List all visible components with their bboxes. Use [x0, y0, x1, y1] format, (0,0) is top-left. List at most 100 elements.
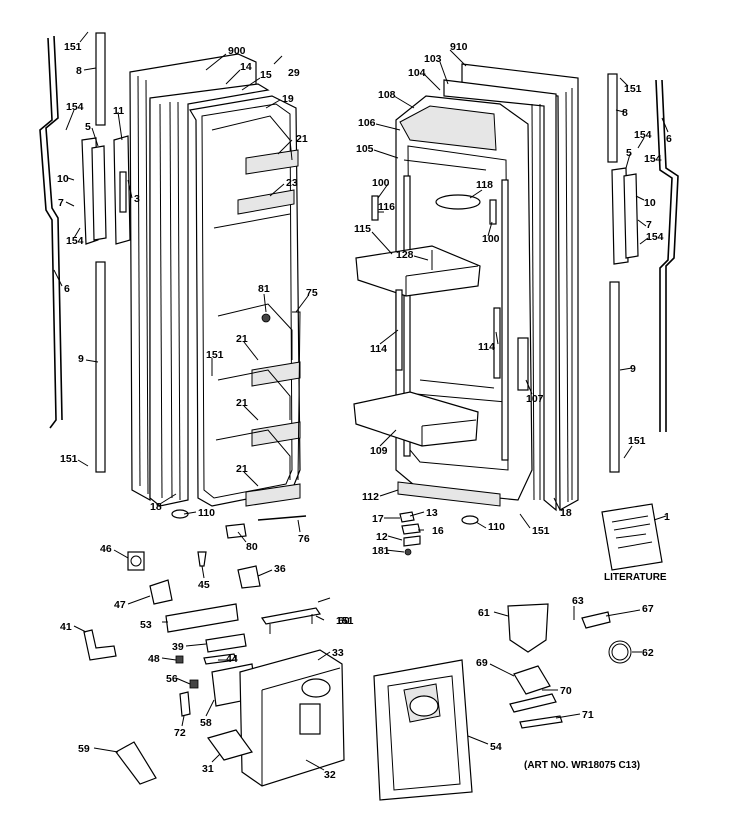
left-handle-mount-11 [113, 135, 131, 245]
literature-label: LITERATURE [604, 572, 667, 583]
callout-10: 10 [57, 173, 69, 185]
callout-151-right-lower: 151 [628, 435, 646, 447]
callout-12: 12 [376, 531, 388, 543]
callout-17: 17 [372, 513, 384, 525]
callout-10-right: 10 [644, 197, 656, 209]
callout-13: 13 [426, 507, 438, 519]
callout-59: 59 [78, 743, 90, 755]
callout-100: 100 [372, 177, 390, 189]
callout-67: 67 [642, 603, 654, 615]
callout-8: 8 [76, 65, 82, 77]
callout-110-right: 110 [488, 521, 505, 533]
callout-112: 112 [362, 491, 379, 503]
callout-110: 110 [198, 507, 215, 519]
literature-booklet [601, 503, 663, 571]
callout-18-right: 18 [560, 507, 572, 519]
right-door-hardware [371, 195, 529, 391]
callout-154-right: 154 [634, 129, 652, 141]
callout-910: 910 [450, 41, 468, 53]
callout-900: 900 [228, 45, 246, 57]
callout-100-right: 100 [482, 233, 500, 245]
callout-63: 63 [572, 595, 584, 607]
callout-56: 56 [166, 673, 178, 685]
callout-19: 19 [282, 93, 294, 105]
callout-53: 53 [140, 619, 152, 631]
callout-61: 61 [478, 607, 490, 619]
leader-lines [53, 31, 669, 771]
callout-151-disp: 151 [336, 615, 354, 627]
callout-39: 39 [172, 641, 184, 653]
callout-154-right-b: 154 [644, 153, 662, 165]
callout-118: 118 [476, 179, 493, 191]
callout-114: 114 [370, 343, 387, 355]
callout-46: 46 [100, 543, 112, 555]
callout-107: 107 [526, 393, 544, 405]
callout-29: 29 [288, 67, 300, 79]
callout-32: 32 [324, 769, 336, 781]
callout-6-right: 6 [666, 133, 672, 145]
left-door-outer-900 [129, 53, 270, 507]
callout-115: 115 [354, 223, 371, 235]
callout-54: 54 [490, 741, 502, 753]
callout-16: 16 [432, 525, 444, 537]
callout-69: 69 [476, 657, 488, 669]
right-trim-strip-9 [609, 281, 620, 473]
callout-1: 1 [664, 511, 670, 523]
left-handle-5 [81, 137, 107, 245]
callout-15: 15 [260, 69, 272, 81]
callout-58: 58 [200, 717, 212, 729]
callout-5-right: 5 [626, 147, 632, 159]
callout-76: 76 [298, 533, 310, 545]
callout-3: 3 [134, 193, 140, 205]
callout-151-top-right: 151 [624, 83, 642, 95]
callout-154-lower: 154 [66, 235, 84, 247]
right-door-outer-910 [443, 63, 579, 512]
callout-labels: 151 8 154 5 11 10 7 3 154 6 9 151 900 14… [57, 41, 672, 781]
callout-45: 45 [198, 579, 210, 591]
callout-154: 154 [66, 101, 84, 113]
callout-151-right: 151 [532, 525, 550, 537]
callout-14: 14 [240, 61, 252, 73]
callout-44: 44 [226, 653, 238, 665]
callout-8-right: 8 [622, 107, 628, 119]
callout-75: 75 [306, 287, 318, 299]
right-bin-115 [355, 245, 481, 297]
callout-11: 11 [113, 105, 124, 117]
callout-70: 70 [560, 685, 572, 697]
callout-41: 41 [60, 621, 72, 633]
callout-81: 81 [258, 283, 270, 295]
art-number: (ART NO. WR18075 C13) [524, 760, 640, 771]
left-door-gasket-6 [39, 35, 63, 429]
callout-21-d: 21 [236, 463, 248, 475]
callout-31: 31 [202, 763, 214, 775]
callout-33: 33 [332, 647, 344, 659]
callout-106: 106 [358, 117, 376, 129]
dispenser-parts [83, 551, 632, 801]
left-handle-trim-8 [95, 32, 106, 126]
callout-21-b: 21 [236, 333, 248, 345]
callout-7-right: 7 [646, 219, 652, 231]
callout-36: 36 [274, 563, 286, 575]
callout-181: 181 [372, 545, 390, 557]
callout-60: 60 [338, 615, 350, 627]
callout-128: 128 [396, 249, 414, 261]
small-parts-right [171, 509, 479, 556]
callout-72: 72 [174, 727, 186, 739]
callout-7: 7 [58, 197, 64, 209]
callout-116: 116 [378, 201, 395, 213]
callout-104: 104 [408, 67, 426, 79]
callout-105: 105 [356, 143, 374, 155]
callout-21: 21 [296, 133, 308, 145]
callout-18: 18 [150, 501, 162, 513]
callout-114-right: 114 [478, 341, 495, 353]
left-door-liner-19 [189, 95, 307, 521]
callout-9: 9 [78, 353, 84, 365]
callout-151-mid: 151 [206, 349, 224, 361]
callout-151-lower: 151 [60, 453, 78, 465]
right-bin-109 [353, 391, 479, 447]
right-handle-trim-8 [607, 73, 618, 163]
callout-109: 109 [370, 445, 388, 457]
right-door-gasket-6 [655, 79, 679, 432]
callout-9-right: 9 [630, 363, 636, 375]
